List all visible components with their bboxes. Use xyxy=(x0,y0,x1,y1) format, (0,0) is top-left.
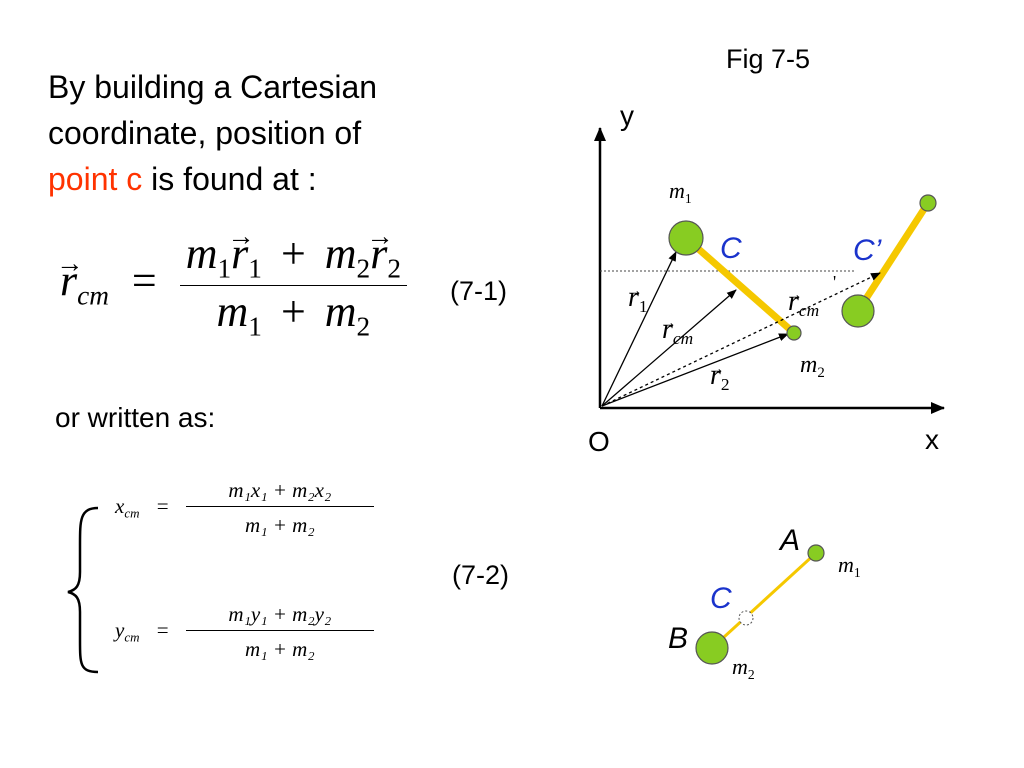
ball-a xyxy=(807,544,825,562)
mass-1-ball xyxy=(668,220,704,256)
eq2-y-denominator: m₁ + m₂ xyxy=(245,637,315,661)
intro-text: By building a Cartesian coordinate, posi… xyxy=(48,64,377,202)
r1-sub: 1 xyxy=(638,297,648,317)
intro-line-1: By building a Cartesian xyxy=(48,69,378,105)
eq1-num-r1-sub: 1 xyxy=(248,253,262,284)
diagram2-m2-label: m2 xyxy=(732,654,755,683)
vector-r2 xyxy=(601,333,789,407)
m2-letter: m xyxy=(800,352,818,378)
intro-line-2: coordinate, position of xyxy=(48,115,362,151)
rcm-label: rcm xyxy=(662,314,693,349)
eq1-num-m1-sub: 1 xyxy=(217,253,232,284)
diagram2-m1-letter: m xyxy=(838,552,854,577)
r2-sub: 2 xyxy=(720,375,730,395)
eq1-den-m2: m xyxy=(324,286,357,336)
eq1-num-r2-sub: 2 xyxy=(387,253,401,284)
eq1-fraction-bar xyxy=(179,284,407,286)
a-label: A xyxy=(780,524,801,557)
ball-b xyxy=(695,631,729,665)
eq2-x-fraction: m₁x₁ + m₂x₂ m₁ + m₂ xyxy=(185,478,374,538)
center-c-marker xyxy=(738,610,754,626)
eq2-y-lhs: y xyxy=(115,617,125,642)
eq1-num-r1: r xyxy=(231,228,248,279)
eq1-num-m2: m xyxy=(324,229,357,278)
or-written-text: or written as: xyxy=(55,402,216,433)
eq1-den-m2-sub: 2 xyxy=(356,311,371,342)
eq2-x-bar xyxy=(185,506,374,507)
eq2-x-denominator: m₁ + m₂ xyxy=(245,513,315,537)
rcm-prime-mark: ' xyxy=(833,272,837,292)
eq1-num-m1: m xyxy=(185,229,218,278)
eq2-x-lhs: x xyxy=(115,493,125,518)
equation-7-2-x: xcm = m₁x₁ + m₂x₂ m₁ + m₂ xyxy=(115,478,374,538)
eq2-y-bar xyxy=(185,630,374,631)
origin-label: O xyxy=(588,426,610,457)
r1-letter: r xyxy=(628,282,639,314)
diagram2-m2-letter: m xyxy=(732,654,748,679)
rcm-letter: r xyxy=(662,314,673,346)
intro-line-3-rest: is found at : xyxy=(142,161,317,197)
eq1-den-m1: m xyxy=(216,286,249,336)
eq1-fraction: m1r1 + m2r2 m1 + m2 xyxy=(179,228,407,343)
m1-label: m1 xyxy=(669,178,692,207)
eq2-x-numerator: m₁x₁ + m₂x₂ xyxy=(228,478,332,502)
rod-c-prime xyxy=(855,201,931,313)
vector-rcm xyxy=(601,289,737,407)
rod-ab xyxy=(710,551,818,650)
intro-line-3: point c is found at : xyxy=(48,156,377,202)
m1-letter: m xyxy=(669,178,685,203)
eq1-denominator: m1 + m2 xyxy=(180,286,407,343)
eq1-den-m1-sub: 1 xyxy=(248,311,262,342)
eq2-number: (7-2) xyxy=(452,560,510,590)
eq1-lhs-sub: cm xyxy=(77,280,109,311)
eq1-num-r2: r xyxy=(370,228,387,279)
b-label: B xyxy=(668,622,689,655)
mass-1-prime-ball xyxy=(841,294,875,328)
rcm-sub: cm xyxy=(672,329,694,349)
eq2-y-sub: cm xyxy=(124,629,140,645)
r2-letter: r xyxy=(710,360,721,392)
c-label: C xyxy=(720,232,742,265)
eq2-y-equals: = xyxy=(156,617,169,642)
point-c-highlight: point c xyxy=(48,161,143,197)
rcm-prime-sub: cm xyxy=(798,301,820,321)
y-axis-label: y xyxy=(620,100,634,131)
c-prime-label: C’ xyxy=(853,234,882,267)
eq2-y-numerator: m₁y₁ + m₂y₂ xyxy=(228,602,332,626)
diagram2-m1-sub: 1 xyxy=(853,564,861,580)
r1-label: r1 xyxy=(628,282,648,317)
figure-label: Fig 7-5 xyxy=(726,44,811,74)
eq1-number: (7-1) xyxy=(450,276,508,306)
eq1-num-plus: + xyxy=(280,229,306,278)
diagram2-m1-label: m1 xyxy=(838,552,861,581)
mass-2-ball xyxy=(786,325,802,341)
m2-label: m2 xyxy=(800,352,825,382)
rcm-prime-letter: r xyxy=(788,286,799,318)
rcm-prime-label: rcm xyxy=(788,286,819,321)
eq1-lhs-r: r xyxy=(60,255,77,306)
equation-7-2-y: ycm = m₁y₁ + m₂y₂ m₁ + m₂ xyxy=(115,602,374,662)
eq2-y-fraction: m₁y₁ + m₂y₂ m₁ + m₂ xyxy=(185,602,374,662)
m2-sub: 2 xyxy=(817,365,825,382)
mass-2-prime-ball xyxy=(919,194,937,212)
eq1-num-m2-sub: 2 xyxy=(356,253,371,284)
diagram2-c-label: C xyxy=(710,582,732,615)
x-axis-label: x xyxy=(925,424,939,455)
eq1-numerator: m1r1 + m2r2 xyxy=(180,228,407,285)
m1-sub: 1 xyxy=(684,190,692,206)
eq2-x-sub: cm xyxy=(124,505,140,521)
rod-c xyxy=(683,235,797,336)
eq2-x-equals: = xyxy=(156,493,169,518)
diagram2-m2-sub: 2 xyxy=(747,666,755,682)
eq1-den-plus: + xyxy=(280,286,306,336)
r2-label: r2 xyxy=(710,360,730,395)
equation-7-1: rcm = m1r1 + m2r2 m1 + m2 xyxy=(60,228,407,342)
eq1-equals: = xyxy=(131,256,157,306)
vector-r1 xyxy=(601,251,677,407)
